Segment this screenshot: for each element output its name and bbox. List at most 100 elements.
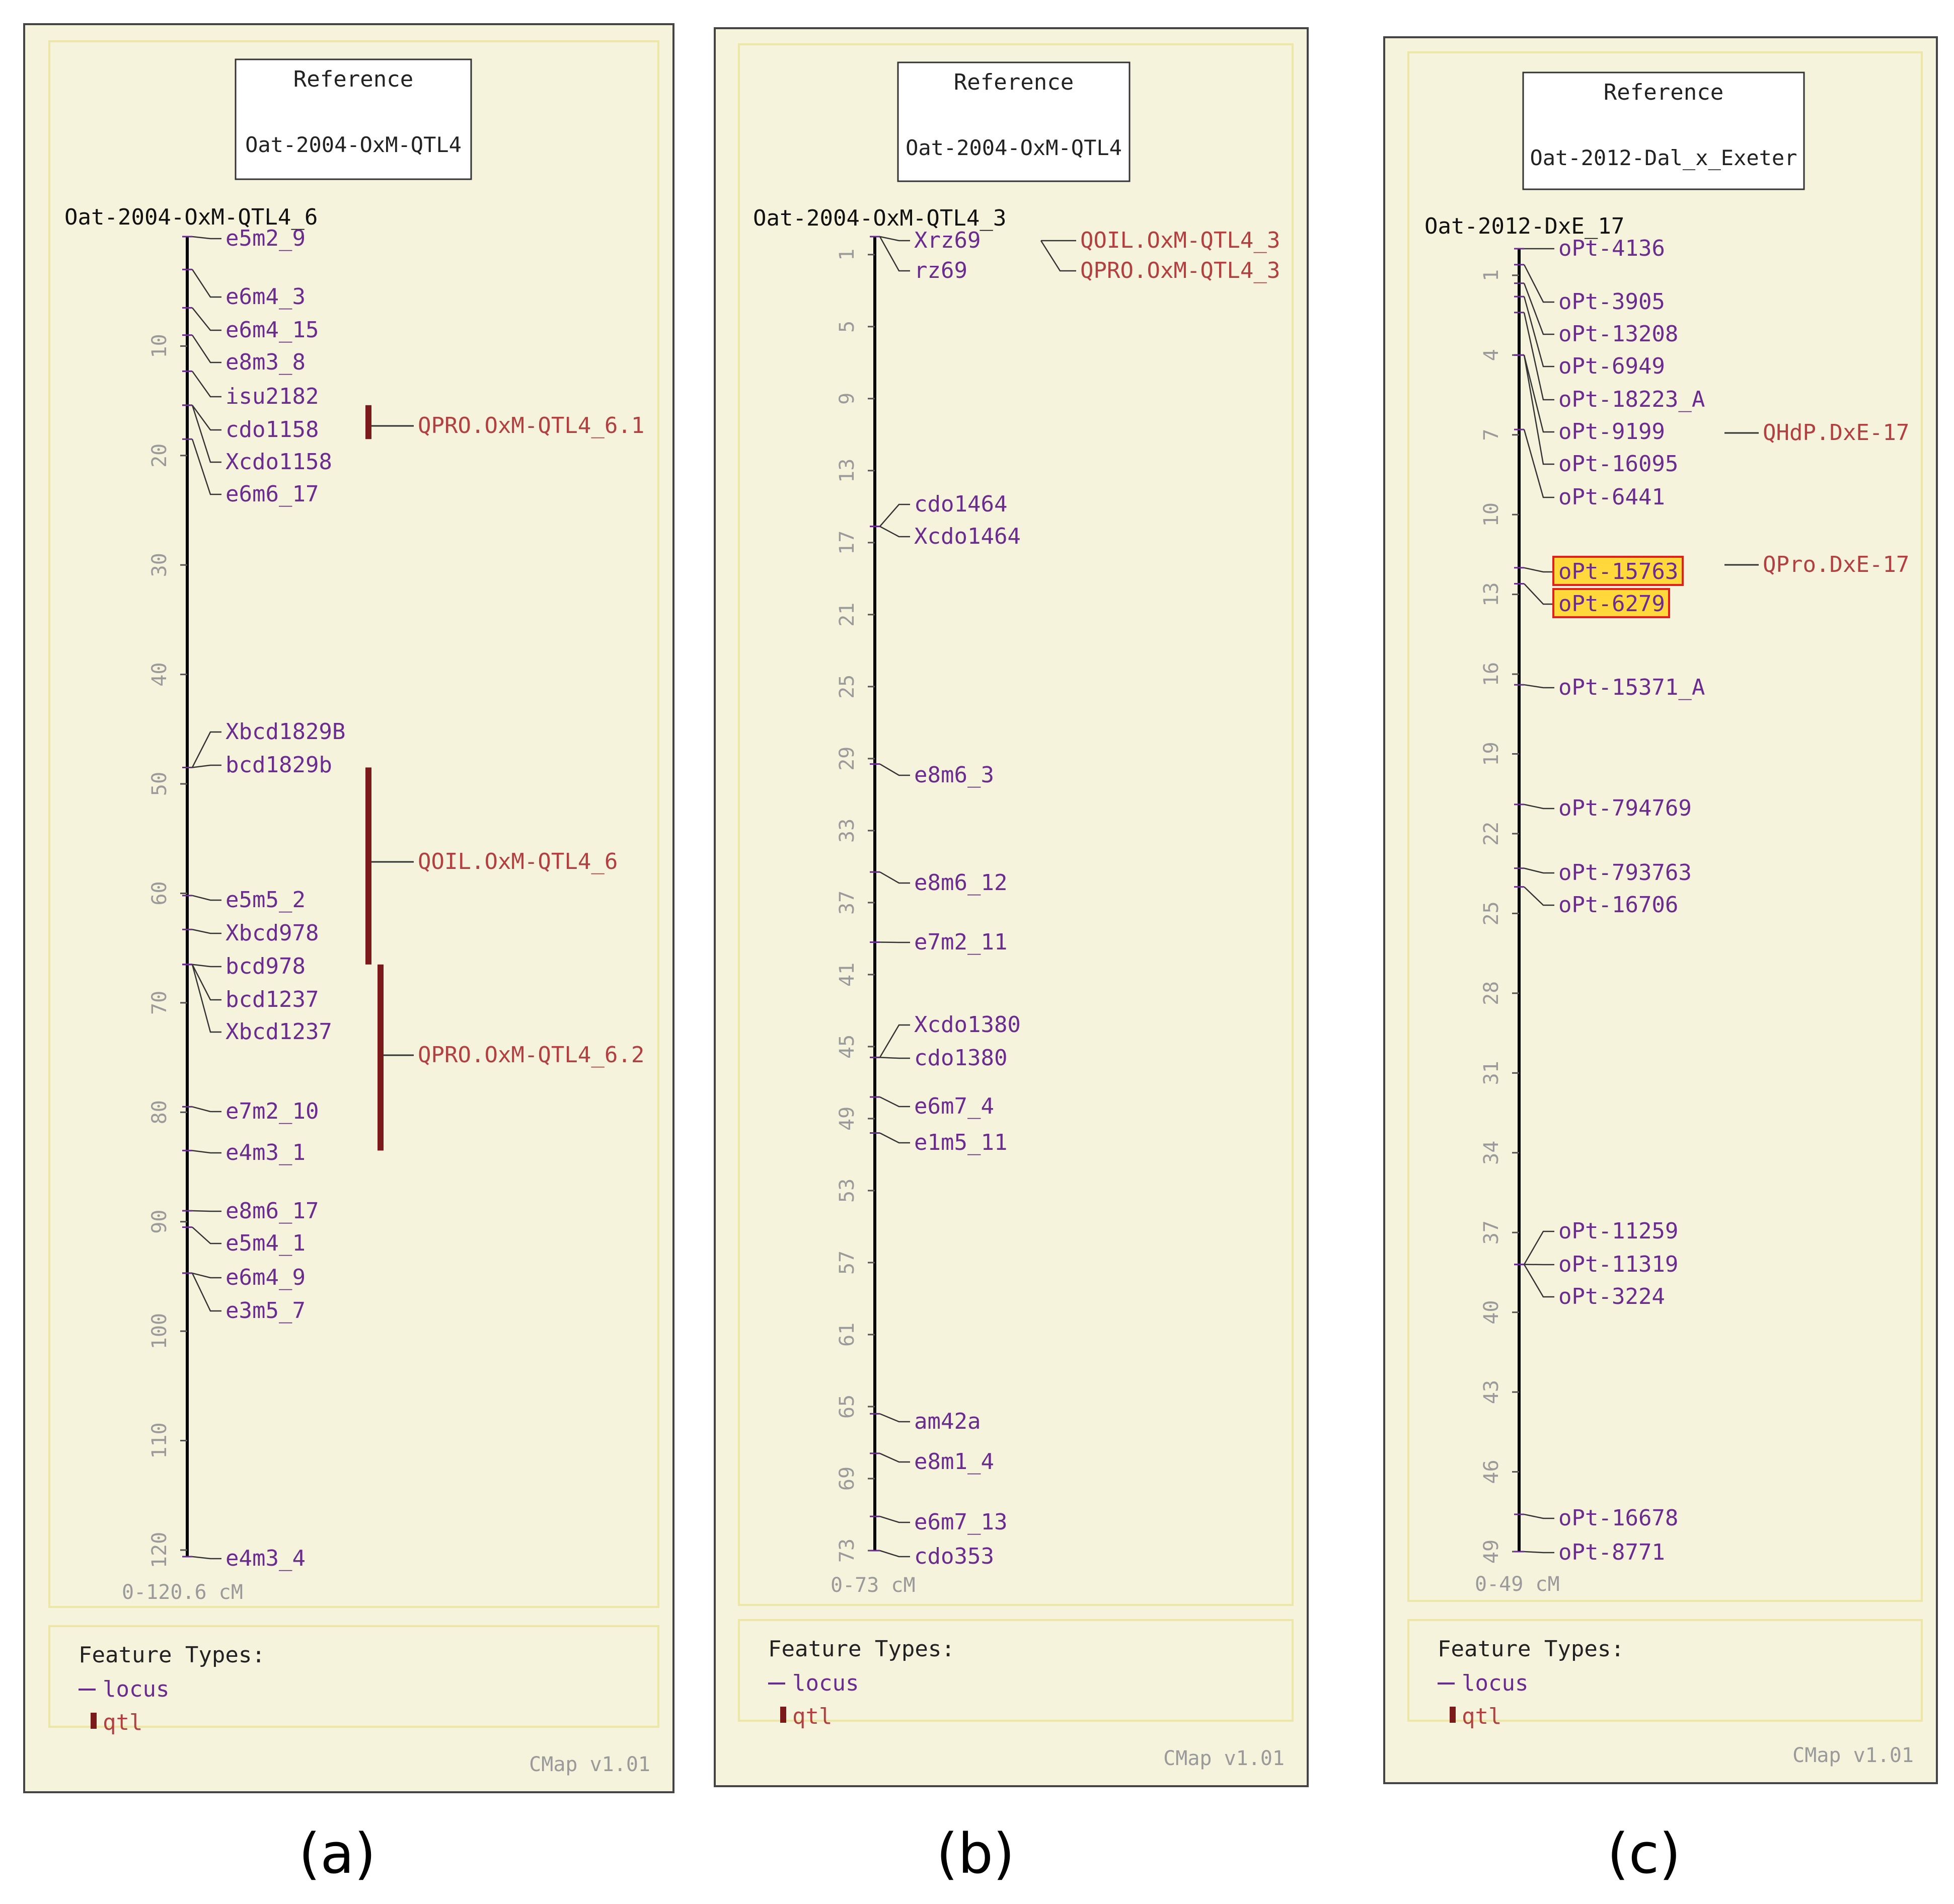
panel-caption: (c): [1607, 1821, 1681, 1886]
locus-label[interactable]: Xbcd1237: [226, 1019, 332, 1045]
locus-label[interactable]: e6m4_3: [226, 284, 306, 310]
locus-label[interactable]: e4m3_1: [226, 1140, 306, 1165]
axis-tick-label: 9: [836, 393, 859, 405]
locus-label[interactable]: e6m7_4: [914, 1093, 994, 1119]
locus-label[interactable]: bcd1829b: [226, 752, 332, 778]
reference-box[interactable]: [1522, 71, 1805, 190]
qtl-label[interactable]: QOIL.OxM-QTL4_3: [1080, 228, 1280, 253]
locus-label[interactable]: e3m5_7: [226, 1298, 306, 1324]
locus-connector: [879, 236, 910, 242]
locus-label[interactable]: oPt-16706: [1558, 892, 1678, 918]
locus-label[interactable]: bcd978: [226, 954, 306, 979]
locus-label[interactable]: oPt-6949: [1558, 353, 1665, 379]
locus-connector: [1524, 886, 1554, 906]
locus-label[interactable]: oPt-18223_A: [1558, 387, 1705, 412]
locus-label[interactable]: e7m2_11: [914, 929, 1007, 955]
locus-connector: [879, 1515, 910, 1523]
locus-highlight: [1552, 588, 1670, 618]
locus-label[interactable]: e7m2_10: [226, 1099, 319, 1124]
locus-connector: [192, 1106, 221, 1113]
locus-label[interactable]: oPt-16678: [1558, 1505, 1678, 1531]
qtl-label[interactable]: QPRO.OxM-QTL4_6.2: [418, 1042, 644, 1068]
locus-label[interactable]: oPt-6279: [1558, 591, 1665, 617]
locus-label[interactable]: oPt-11259: [1558, 1218, 1678, 1244]
locus-label[interactable]: bcd1237: [226, 987, 319, 1012]
qtl-bar[interactable]: [365, 767, 371, 965]
locus-label[interactable]: e5m5_2: [226, 887, 306, 913]
locus-label[interactable]: e4m3_4: [226, 1546, 306, 1571]
locus-label[interactable]: e1m5_11: [914, 1130, 1007, 1155]
locus-label[interactable]: Xcdo1464: [914, 524, 1021, 549]
locus-label[interactable]: oPt-3905: [1558, 289, 1665, 315]
locus-label[interactable]: cdo1464: [914, 491, 1007, 517]
locus-label[interactable]: oPt-16095: [1558, 451, 1678, 477]
locus-label[interactable]: rz69: [914, 258, 967, 283]
locus-label[interactable]: oPt-9199: [1558, 419, 1665, 445]
locus-label[interactable]: Xcdo1380: [914, 1012, 1021, 1038]
locus-label[interactable]: oPt-11319: [1558, 1252, 1678, 1277]
locus-label[interactable]: e8m6_17: [226, 1198, 319, 1224]
locus-label[interactable]: Xcdo1158: [226, 449, 332, 475]
axis-tick-label: 17: [836, 531, 859, 555]
locus-connector: [191, 334, 221, 363]
qtl-label[interactable]: QHdP.DxE-17: [1763, 420, 1909, 446]
locus-connector: [879, 1024, 910, 1058]
locus-connector: [192, 895, 221, 901]
locus-label[interactable]: cdo1380: [914, 1045, 1007, 1071]
axis-tick-label: 41: [836, 963, 859, 987]
locus-connector: [879, 1057, 910, 1059]
locus-label[interactable]: Xbcd1829B: [226, 719, 345, 745]
qtl-label[interactable]: QPRO.OxM-QTL4_3: [1080, 258, 1280, 283]
feature-types-title: Feature Types:: [768, 1636, 955, 1662]
locus-label[interactable]: oPt-3224: [1558, 1284, 1665, 1309]
qtl-bar[interactable]: [378, 964, 384, 1151]
reference-box[interactable]: [235, 58, 472, 180]
locus-label[interactable]: cdo353: [914, 1544, 994, 1569]
locus-label[interactable]: e6m6_17: [226, 481, 319, 507]
legend-locus-label: locus: [792, 1670, 859, 1696]
locus-connector: [191, 1273, 221, 1312]
locus-label[interactable]: oPt-8771: [1558, 1540, 1665, 1565]
qtl-label[interactable]: QPRO.OxM-QTL4_6.1: [418, 413, 644, 438]
axis-tick-label: 13: [1480, 582, 1503, 607]
locus-label[interactable]: oPt-15763: [1558, 559, 1678, 584]
map-panel-1: ReferenceOat-2004-OxM-QTL4Oat-2004-OxM-Q…: [23, 23, 674, 1886]
qtl-label[interactable]: QPro.DxE-17: [1763, 552, 1909, 577]
locus-label[interactable]: e6m7_13: [914, 1509, 1007, 1535]
locus-label[interactable]: Xbcd978: [226, 920, 319, 946]
locus-label[interactable]: e6m4_15: [226, 317, 319, 343]
qtl-label[interactable]: QOIL.OxM-QTL4_6: [418, 849, 618, 874]
reference-box[interactable]: [897, 61, 1131, 182]
locus-connector: [1523, 355, 1554, 465]
qtl-bar[interactable]: [365, 405, 371, 440]
axis-tick-label: 110: [148, 1422, 171, 1458]
locus-label[interactable]: am42a: [914, 1409, 981, 1434]
map-name: Oat-2012-DxE_17: [1424, 213, 1624, 239]
locus-label[interactable]: Xrz69: [914, 228, 981, 253]
map-name: Oat-2004-OxM-QTL4_3: [753, 205, 1006, 231]
map-area: [738, 43, 1294, 1606]
locus-label[interactable]: oPt-15371_A: [1558, 675, 1705, 700]
axis-tick-label: 70: [148, 991, 171, 1015]
locus-label[interactable]: e8m1_4: [914, 1449, 994, 1475]
locus-label[interactable]: cdo1158: [226, 417, 319, 443]
locus-label[interactable]: e8m3_8: [226, 349, 306, 375]
axis-tick-label: 40: [1480, 1300, 1503, 1325]
locus-connector: [191, 731, 221, 768]
axis-tick-label: 5: [836, 321, 859, 333]
locus-label[interactable]: e5m2_9: [226, 226, 306, 251]
locus-label[interactable]: e8m6_3: [914, 762, 994, 788]
locus-label[interactable]: e5m4_1: [226, 1230, 306, 1256]
locus-label[interactable]: e8m6_12: [914, 870, 1007, 896]
locus-label[interactable]: oPt-6441: [1558, 484, 1665, 510]
panels-layer: ReferenceOat-2004-OxM-QTL4Oat-2004-OxM-Q…: [23, 23, 1938, 1886]
locus-label[interactable]: e6m4_9: [226, 1265, 306, 1290]
locus-label[interactable]: oPt-13208: [1558, 321, 1678, 347]
locus-label[interactable]: oPt-793763: [1558, 860, 1692, 886]
locus-label[interactable]: isu2182: [226, 384, 319, 409]
locus-label[interactable]: oPt-4136: [1558, 236, 1665, 261]
axis-tick-label: 60: [148, 881, 171, 905]
feature-types-title: Feature Types:: [1438, 1636, 1624, 1662]
locus-label[interactable]: oPt-794769: [1558, 795, 1692, 821]
